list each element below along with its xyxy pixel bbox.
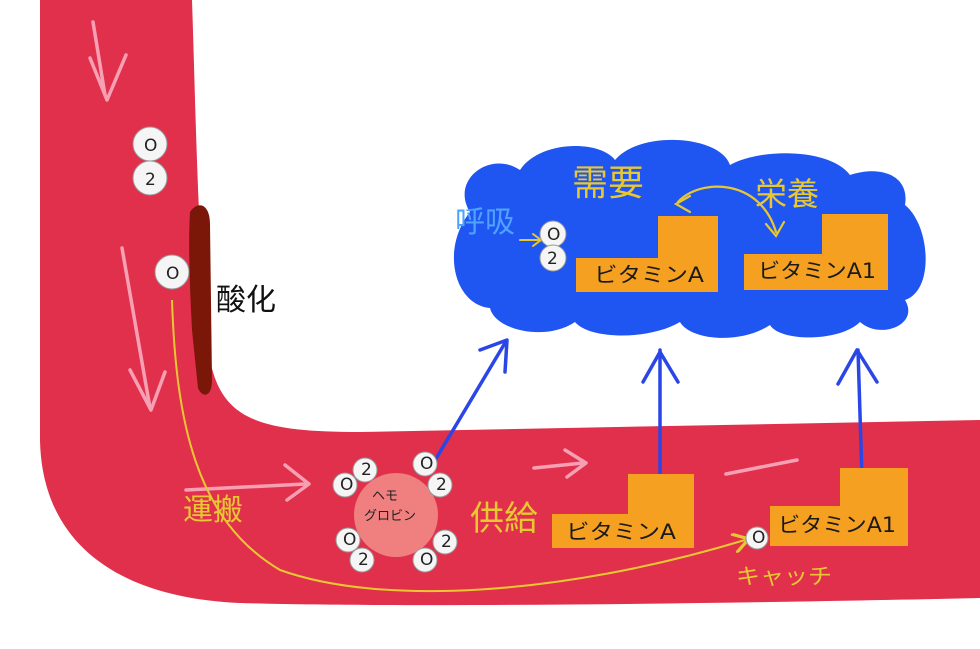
oxygen-atom-catch: O [745,526,769,550]
catch-label: キャッチ [736,565,832,590]
svg-text:O: O [343,530,356,550]
svg-text:O: O [420,454,433,474]
svg-text:O: O [166,264,179,284]
transport-label-1: 運搬 [183,493,243,528]
hemoglobin: ヘモ グロビン [354,473,438,557]
vitamin-a1-block-cloud: ビタミンA1 [744,214,888,290]
flow-arrows [88,20,799,502]
svg-text:O: O [547,225,560,245]
svg-text:O: O [340,475,353,495]
supply-label: 供給 [470,499,538,539]
svg-text:2: 2 [145,170,156,190]
oxygen-molecule-vessel: O 2 [132,126,168,196]
svg-text:O: O [144,136,157,156]
demand-label: 需要 [572,163,644,204]
svg-text:2: 2 [441,532,452,552]
oxidation-label-1: 酸化 [216,283,276,318]
svg-text:ビタミンA: ビタミンA [566,520,677,544]
svg-text:O: O [420,550,433,570]
blood-vessel [40,0,980,606]
svg-text:ビタミンA1: ビタミンA1 [778,513,896,537]
transport-path [171,299,745,593]
hemoglobin-oxygen-pairs: O2 O2 O2 O2 [332,451,458,573]
nutrition-exchange-arrow [673,185,786,238]
svg-text:2: 2 [361,460,372,480]
svg-text:2: 2 [547,249,558,269]
svg-text:2: 2 [358,550,369,570]
vitamin-a-block-vessel: ビタミンA [552,474,694,548]
svg-text:ビタミンA: ビタミンA [594,263,705,287]
oxygen-atom-single: O [154,254,190,290]
nutrition-label: 栄養 [755,175,819,213]
oxidation-clot [189,205,212,395]
svg-text:ヘモ: ヘモ [372,489,398,504]
svg-text:グロビン: グロビン [364,509,416,524]
supply-arrows [432,338,879,492]
respiration-label-1: 呼吸 [455,205,515,240]
vitamin-a-block-cloud: ビタミンA [576,216,718,292]
vitamin-a1-block-vessel: ビタミンA1 [770,468,908,546]
oxygen-molecule-cloud: O 2 [539,220,567,272]
svg-text:O: O [752,528,765,548]
svg-text:ビタミンA1: ビタミンA1 [758,259,876,283]
svg-text:2: 2 [436,475,447,495]
